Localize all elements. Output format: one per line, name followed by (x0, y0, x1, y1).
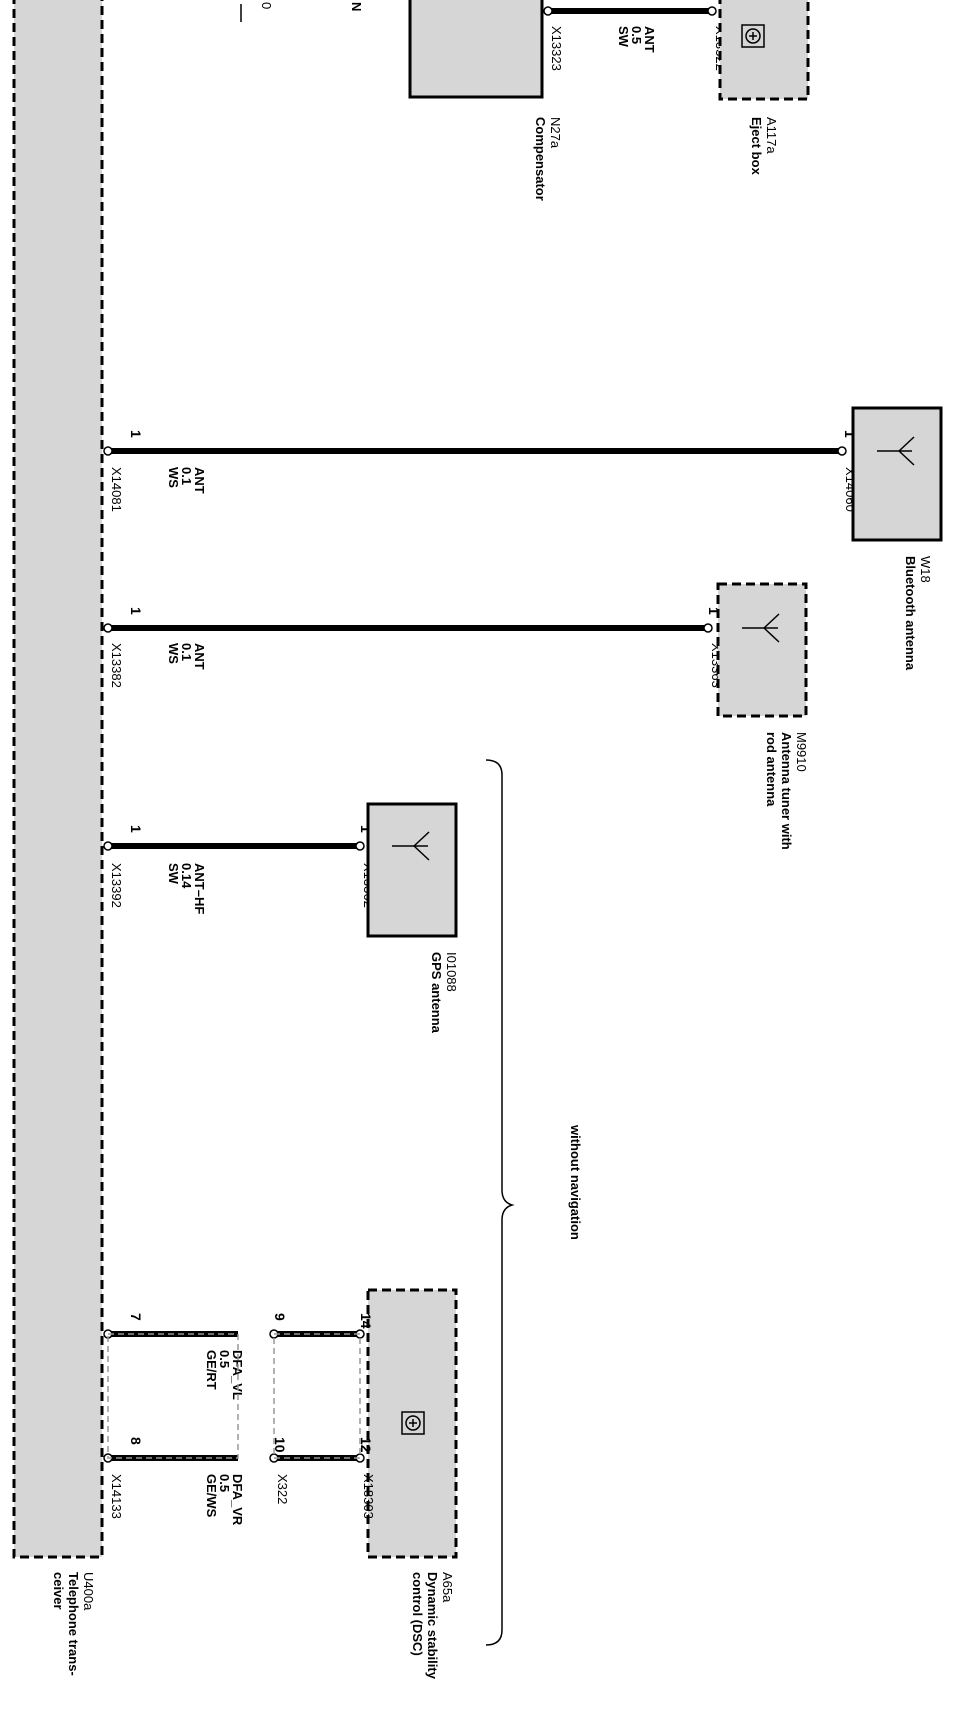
wire-ant-compensator-color: SW (616, 26, 631, 48)
connector-x14081-label: X14081 (109, 467, 124, 512)
bluetooth-antenna-id: W18 (918, 556, 933, 583)
connector-pin-x13362 (355, 841, 365, 851)
partial-zero-label: 0 (259, 2, 274, 9)
connector-pin-x14081 (103, 446, 113, 456)
connector-pin-x13323 (543, 6, 553, 16)
pin-x13382: 1 (128, 607, 144, 615)
compensator-box (408, 0, 544, 99)
eject-box-control-unit-icon (741, 24, 765, 48)
connector-x322-label: X322 (275, 1474, 290, 1504)
telephone-name-line1: Telephone trans- (66, 1572, 81, 1676)
variant-bracket (485, 759, 515, 1646)
twisted-pair-inner-outline (273, 1333, 361, 1459)
wire-dfa-vr-signal: DFA_VR (230, 1474, 245, 1526)
gps-antenna-icon (392, 831, 430, 861)
pin-x13362: 1 (358, 825, 374, 833)
compensator-name: Compensator (533, 117, 548, 201)
pin-x13392: 1 (128, 825, 144, 833)
connector-pin-x14060 (837, 446, 847, 456)
wire-ant-bluetooth-signal: ANT (192, 467, 207, 494)
connector-pin-x13392 (103, 841, 113, 851)
wire-dfa-vr-size: 0.5 (217, 1474, 232, 1492)
antenna-tuner-id: M9910 (794, 732, 809, 772)
pin-x14133-8: 8 (128, 1437, 144, 1445)
pin-x14060: 1 (842, 430, 858, 438)
bluetooth-antenna-box (851, 406, 943, 542)
connector-pin-x13322 (707, 6, 717, 16)
dsc-id: A65a (440, 1572, 455, 1603)
telephone-id: U400a (81, 1572, 96, 1611)
wire-dfa-vl-size: 0.5 (217, 1350, 232, 1368)
telephone-name-line2: ceiver (51, 1572, 66, 1610)
antenna-tuner-name-line2: rod antenna (764, 732, 779, 807)
pin-x322-10: 10 (272, 1437, 288, 1453)
wire-ant-gps-size: 0.14 (179, 863, 194, 889)
connector-x13382-label: X13382 (109, 643, 124, 688)
twisted-pair-outer-outline (107, 1333, 239, 1459)
wire-ant-compensator-signal: ANT (642, 26, 657, 53)
eject-box-box (720, 0, 808, 99)
antenna-tuner-outline (716, 582, 808, 718)
connector-pin-x13382 (103, 623, 113, 633)
gps-antenna-id: I01088 (444, 952, 459, 992)
connector-x18303-label: X18303 (361, 1474, 376, 1519)
eject-box-id: A117a (764, 117, 779, 154)
partial-n-label: N (349, 2, 364, 11)
antenna-tuner-name-line1: Antenna tuner with (779, 732, 794, 850)
bluetooth-antenna-name: Bluetooth antenna (903, 556, 918, 671)
antenna-tuner-icon (742, 613, 780, 643)
wire-dfa-vl-color: GE/RT (204, 1350, 219, 1390)
wire-ant-bluetooth-size: 0.1 (179, 467, 194, 485)
connector-x14133-label: X14133 (109, 1474, 124, 1519)
dsc-name-line1: Dynamic stability (425, 1572, 440, 1680)
connector-x13392-label: X13392 (109, 863, 124, 908)
wire-ant-compensator-size: 0.5 (629, 26, 644, 44)
gps-antenna-name: GPS antenna (429, 952, 444, 1034)
pin-x18303-12: 12 (358, 1437, 374, 1453)
wire-ant-tuner-color: WS (166, 643, 181, 664)
eject-box-outline (718, 0, 810, 101)
pin-x322-9: 9 (272, 1313, 288, 1321)
wire-ant-gps-signal: ANT–HF (192, 863, 207, 914)
wire-ant-bluetooth-color: WS (166, 467, 181, 488)
wire-dfa-vr-color: GE/WS (204, 1474, 219, 1518)
telephone-transceiver-box (14, 0, 102, 1557)
pin-x14133-7: 7 (128, 1313, 144, 1321)
dsc-name-line2: control (DSC) (410, 1572, 425, 1656)
eject-box-name: Eject box (749, 117, 764, 176)
pin-x13363: 1 (706, 607, 722, 615)
wire-ant-tuner-signal: ANT (192, 643, 207, 670)
telephone-transceiver-outline (12, 0, 104, 1559)
variant-note: without navigation (568, 1124, 583, 1240)
wire-ant-tuner-size: 0.1 (179, 643, 194, 661)
dsc-control-unit-icon (401, 1411, 425, 1435)
connector-x13323-label: X13323 (549, 26, 564, 71)
bluetooth-antenna-icon (877, 436, 915, 466)
connector-pin-x13363 (703, 623, 713, 633)
compensator-id: N27a (548, 117, 563, 149)
wire-ant-gps-color: SW (166, 863, 181, 885)
pin-x18303-14: 14 (358, 1313, 374, 1329)
pin-x14081: 1 (128, 430, 144, 438)
gps-antenna-box (366, 802, 458, 938)
antenna-tuner-box (718, 584, 806, 716)
dsc-outline (366, 1288, 458, 1559)
